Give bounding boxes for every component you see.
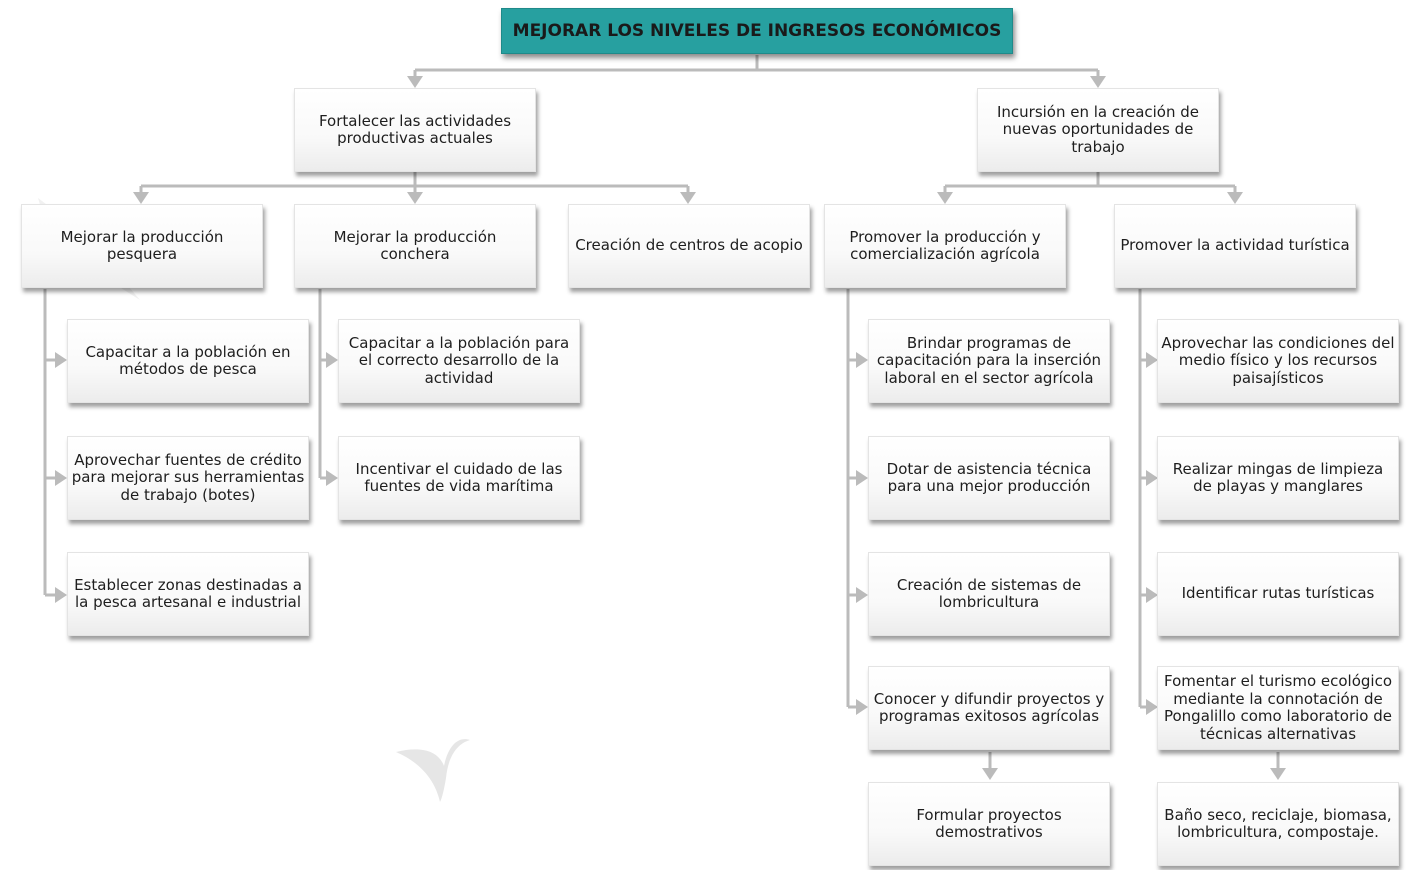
branch-fortalecer: Fortalecer las actividades productivas a… [294, 88, 536, 172]
item-label: Aprovechar fuentes de crédito para mejor… [71, 450, 305, 504]
item-label: Establecer zonas destinadas a la pesca a… [74, 575, 302, 611]
item-tur-mingas: Realizar mingas de limpieza de playas y … [1157, 436, 1399, 520]
item-label: Formular proyectos demostrativos [916, 805, 1062, 841]
item-label: Capacitar a la población para el correct… [348, 333, 570, 387]
item-label: Realizar mingas de limpieza de playas y … [1172, 459, 1384, 495]
branch-label: Incursión en la creación de nuevas oport… [996, 102, 1200, 156]
group-label: Creación de centros de acopio [575, 236, 803, 255]
item-agri-formular: Formular proyectos demostrativos [868, 782, 1110, 866]
item-pesca-capacitar: Capacitar a la población en métodos de p… [67, 319, 309, 403]
group-label: Mejorar la producción conchera [333, 227, 497, 263]
item-tur-condiciones: Aprovechar las condiciones del medio fís… [1157, 319, 1399, 403]
group-label: Promover la producción y comercializació… [849, 227, 1041, 263]
item-agri-lombricultura: Creación de sistemas de lombricultura [868, 552, 1110, 636]
item-tur-fomentar: Fomentar el turismo ecológico mediante l… [1157, 666, 1399, 750]
root-title-text: MEJORAR LOS NIVELES DE INGRESOS ECONÓMIC… [512, 21, 1002, 41]
root-title: MEJORAR LOS NIVELES DE INGRESOS ECONÓMIC… [501, 8, 1013, 54]
item-label: Baño seco, reciclaje, biomasa, lombricul… [1164, 805, 1392, 841]
group-pesquera: Mejorar la producción pesquera [21, 204, 263, 288]
group-turistica: Promover la actividad turística [1114, 204, 1356, 288]
item-label: Fomentar el turismo ecológico mediante l… [1163, 672, 1392, 743]
branch-incursion: Incursión en la creación de nuevas oport… [977, 88, 1219, 172]
item-concha-cuidado: Incentivar el cuidado de las fuentes de … [338, 436, 580, 520]
item-tur-bano: Baño seco, reciclaje, biomasa, lombricul… [1157, 782, 1399, 866]
item-tur-rutas: Identificar rutas turísticas [1157, 552, 1399, 636]
item-pesca-zonas: Establecer zonas destinadas a la pesca a… [67, 552, 309, 636]
group-conchera: Mejorar la producción conchera [294, 204, 536, 288]
group-label: Promover la actividad turística [1120, 236, 1350, 255]
item-label: Creación de sistemas de lombricultura [896, 575, 1082, 611]
item-label: Incentivar el cuidado de las fuentes de … [355, 459, 563, 495]
group-label: Mejorar la producción pesquera [60, 227, 224, 263]
item-label: Dotar de asistencia técnica para una mej… [886, 459, 1092, 495]
item-label: Aprovechar las condiciones del medio fís… [1161, 333, 1395, 387]
branch-label: Fortalecer las actividades productivas a… [318, 111, 512, 147]
group-agricola: Promover la producción y comercializació… [824, 204, 1066, 288]
item-agri-asistencia: Dotar de asistencia técnica para una mej… [868, 436, 1110, 520]
bird-watermark-icon [396, 739, 470, 802]
item-agri-programas: Brindar programas de capacitación para l… [868, 319, 1110, 403]
item-label: Conocer y difundir proyectos y programas… [873, 689, 1105, 725]
item-agri-difundir: Conocer y difundir proyectos y programas… [868, 666, 1110, 750]
item-label: Brindar programas de capacitación para l… [876, 333, 1102, 387]
item-concha-capacitar: Capacitar a la población para el correct… [338, 319, 580, 403]
item-pesca-credito: Aprovechar fuentes de crédito para mejor… [67, 436, 309, 520]
item-label: Identificar rutas turísticas [1181, 584, 1375, 603]
group-acopio: Creación de centros de acopio [568, 204, 810, 288]
item-label: Capacitar a la población en métodos de p… [85, 342, 291, 378]
